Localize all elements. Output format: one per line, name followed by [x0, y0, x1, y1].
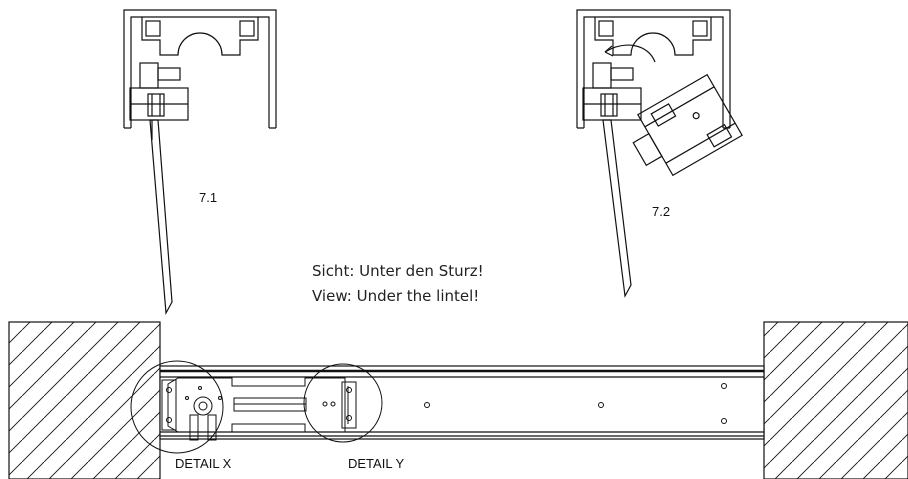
- step-7-1-label: 7.1: [199, 190, 217, 205]
- wall-left: [8, 321, 161, 479]
- step-7-1-drawing: [123, 9, 277, 316]
- wall-right: [763, 321, 908, 479]
- view-caption-de: Sicht: Unter den Sturz!: [312, 262, 484, 280]
- step-7-2-drawing: [576, 9, 743, 298]
- detail-x-circle: [130, 360, 224, 454]
- detail-x-label: DETAIL X: [175, 456, 232, 471]
- detail-y-label: DETAIL Y: [348, 456, 404, 471]
- step-7-2-label: 7.2: [652, 204, 670, 219]
- view-caption-en: View: Under the lintel!: [312, 287, 479, 305]
- detail-y-circle: [303, 363, 383, 443]
- lintel-view: [8, 321, 908, 479]
